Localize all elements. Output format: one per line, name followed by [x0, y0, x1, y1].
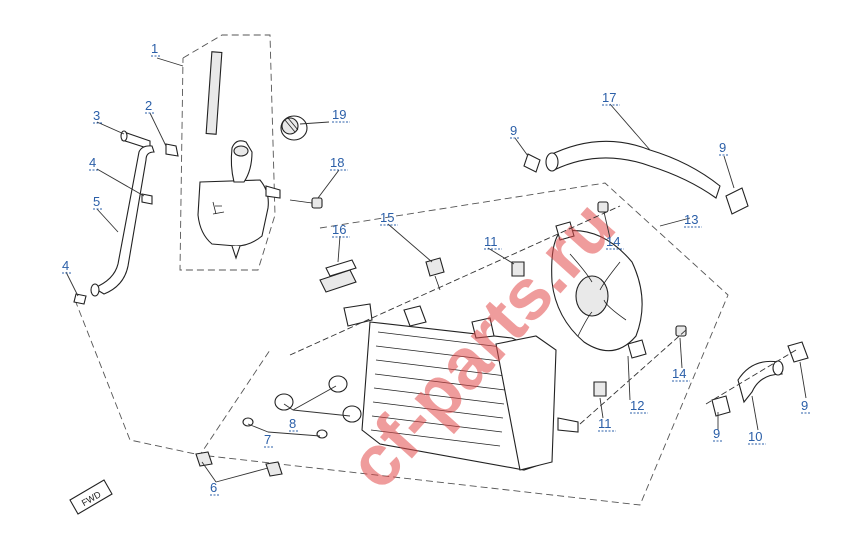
lower-hose	[711, 341, 809, 417]
tank-level-marks	[212, 201, 225, 215]
clips	[511, 261, 607, 397]
clamp-9-upper-left	[523, 153, 541, 173]
callout-2: 2	[145, 98, 152, 113]
bolt-14-upper	[597, 201, 609, 213]
callout-17: 17	[602, 90, 616, 105]
callout-16: 16	[332, 222, 346, 237]
radiator	[343, 303, 579, 471]
callout-13: 13	[684, 212, 698, 227]
clamp-9-lower-left	[711, 395, 731, 417]
hose-3-end	[120, 130, 128, 142]
callout-14-upper: 14	[606, 234, 620, 249]
rubber-8-b	[274, 393, 294, 411]
tank-drain	[231, 245, 241, 260]
radiator-mount-left	[403, 305, 427, 327]
callout-8: 8	[289, 416, 296, 431]
fan-bracket-bottom	[627, 339, 647, 359]
callout-9-upper-left: 9	[510, 123, 517, 138]
radiator-cap-seal	[319, 259, 357, 293]
leader-lines	[65, 57, 807, 483]
callout-11-lower: 11	[598, 416, 612, 431]
callout-14-lower: 14	[672, 366, 686, 381]
bolt-14-lower	[675, 325, 687, 337]
group-outlines	[74, 34, 729, 506]
expansion-tank	[197, 51, 281, 260]
reservoir-group-outline	[179, 34, 276, 271]
tank-neck-opening	[233, 145, 249, 157]
callout-9-upper-right: 9	[719, 140, 726, 155]
washer-7-a	[242, 417, 254, 427]
callout-11-upper: 11	[484, 234, 498, 249]
tank-cap	[280, 115, 308, 141]
upper-hose	[523, 140, 749, 215]
clamp-9-lower-right	[787, 341, 809, 363]
forward-direction-badge: FWD	[69, 479, 113, 515]
rubber-8-a	[328, 375, 348, 393]
callout-5: 5	[93, 194, 100, 209]
bolt-6-a	[195, 451, 213, 467]
callout-19: 19	[332, 107, 346, 122]
callout-6: 6	[210, 480, 217, 495]
overflow-hoses	[73, 130, 179, 305]
callout-9-lower-left: 9	[713, 426, 720, 441]
clamp-9-upper-right	[725, 187, 749, 215]
mount-hardware	[195, 375, 362, 477]
clamp-4-lower	[73, 293, 87, 305]
radiator-side-tank	[495, 335, 557, 471]
callout-3: 3	[93, 108, 100, 123]
tank-outlet	[265, 185, 281, 199]
tank-bolt	[289, 197, 323, 209]
callout-4-lower: 4	[62, 258, 69, 273]
clip-11-lower	[593, 381, 607, 397]
tank-body	[197, 179, 269, 247]
temp-sensor	[425, 257, 445, 291]
hose-5	[92, 145, 155, 295]
radiator-mount-right	[471, 317, 495, 339]
fan-bolts	[597, 201, 687, 337]
clamp-2	[165, 143, 179, 157]
radiator-group-outline	[199, 182, 729, 506]
callout-15: 15	[380, 210, 394, 225]
rubber-8-c	[342, 405, 362, 423]
callout-12: 12	[630, 398, 644, 413]
hose-group-outline	[74, 299, 201, 456]
hose-5-end	[90, 283, 100, 297]
callout-7: 7	[264, 432, 271, 447]
callouts: 1 2 3 4 5 4 19 18 6 7 8 16 15 11 9 17 9 …	[62, 41, 810, 496]
washer-7-b	[316, 429, 328, 439]
callout-9-lower-right: 9	[801, 398, 808, 413]
callout-18: 18	[330, 155, 344, 170]
callout-4-upper: 4	[89, 155, 96, 170]
clip-11-upper	[511, 261, 525, 277]
radiator-outlet	[557, 417, 579, 433]
tank-fill-tube	[205, 51, 223, 135]
clamp-4-upper	[141, 193, 153, 205]
callout-1: 1	[151, 41, 158, 56]
radiator-inlet	[343, 303, 373, 327]
cooling-fan	[551, 221, 647, 359]
bolt-6-b	[265, 461, 283, 477]
callout-10: 10	[748, 429, 762, 444]
